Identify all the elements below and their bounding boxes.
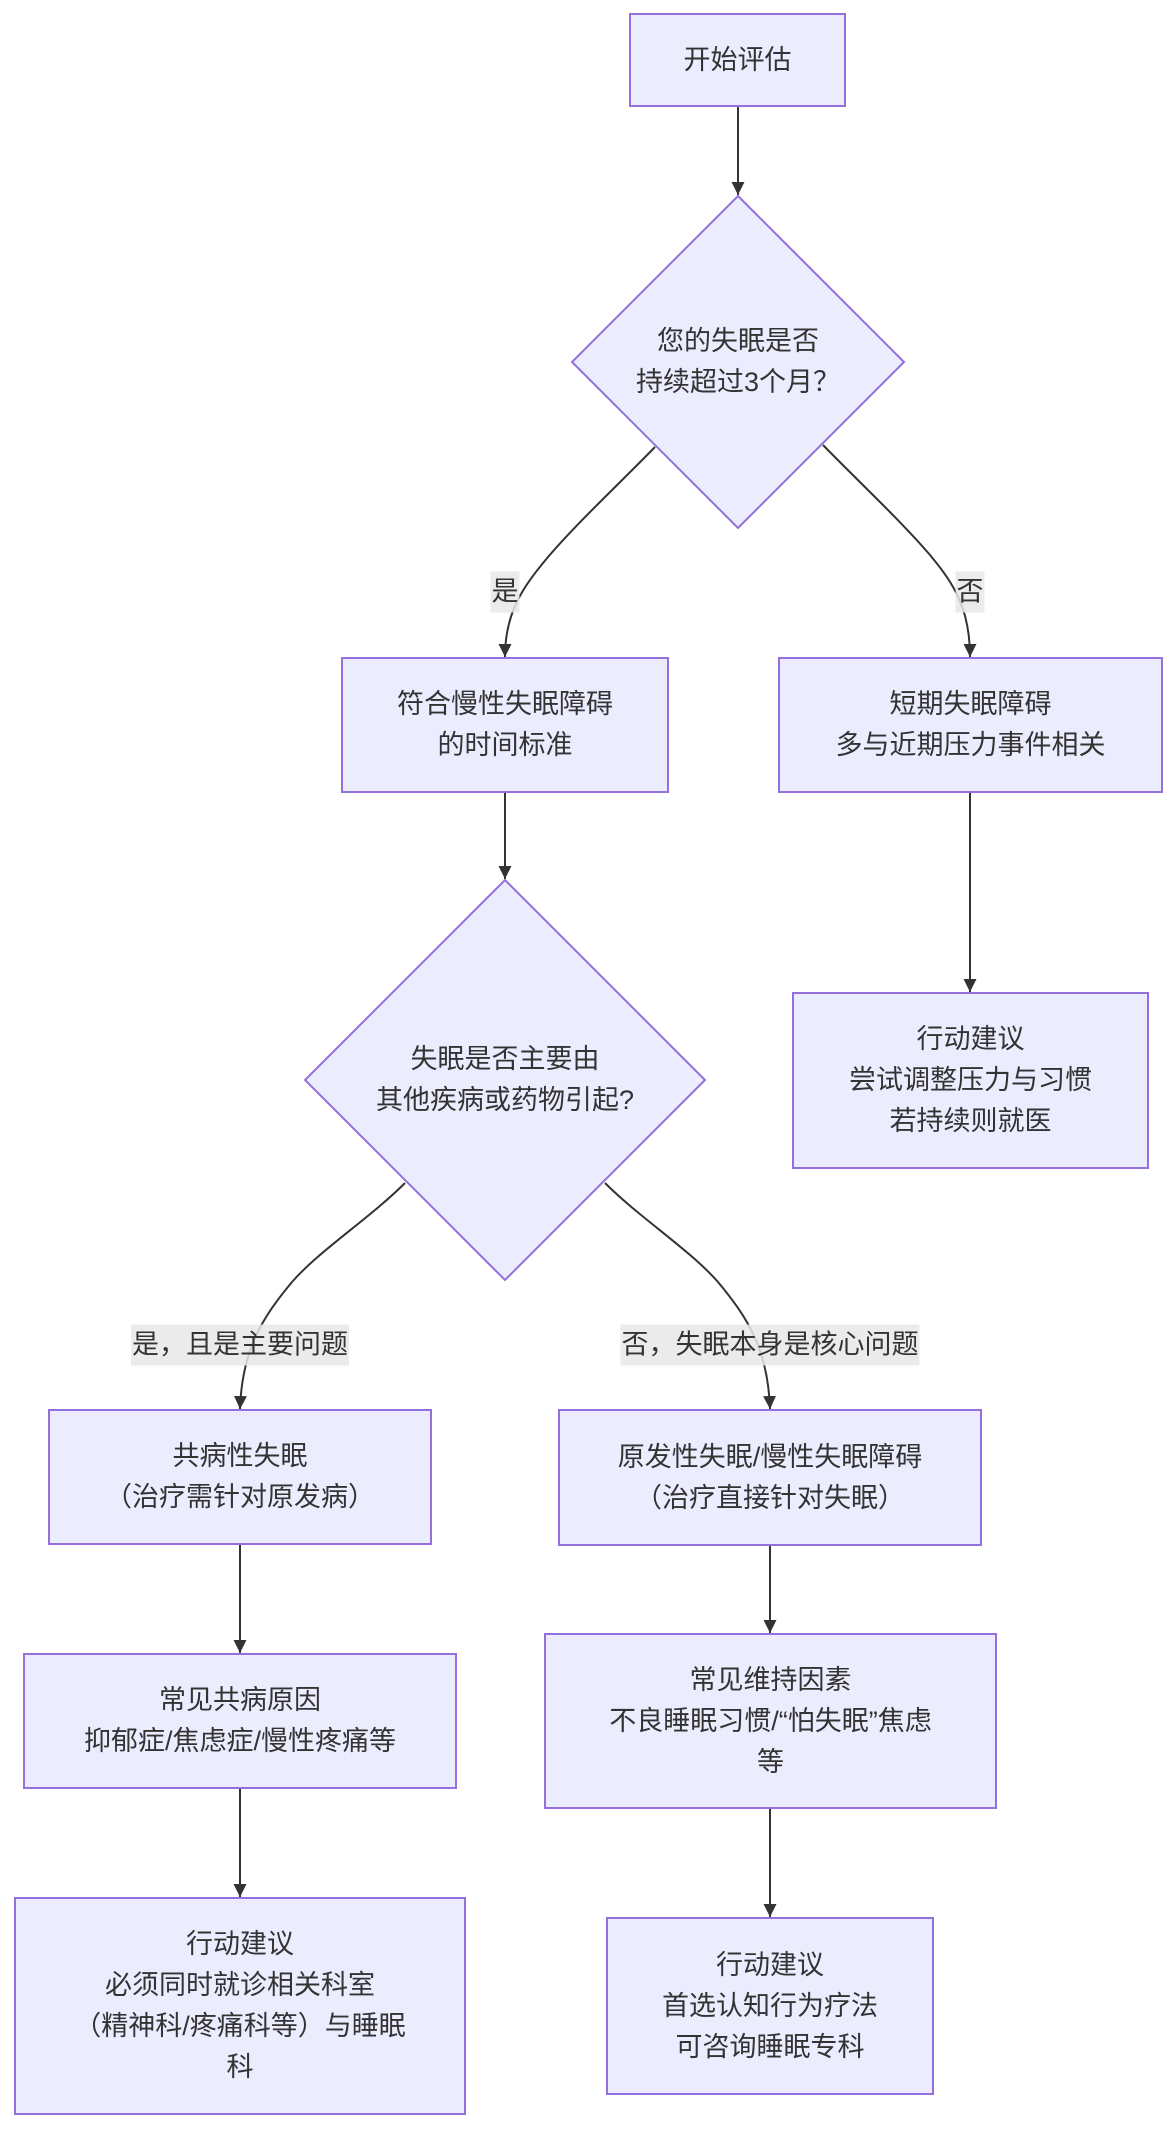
- node-comorbid-insomnia: 共病性失眠 （治疗需针对原发病）: [48, 1409, 432, 1545]
- node-comorbid-action: 行动建议 必须同时就诊相关科室 （精神科/疼痛科等）与睡眠 科: [14, 1897, 466, 2115]
- node-label-line: 不良睡眠习惯/“怕失眠”焦虑: [609, 1705, 932, 1736]
- node-label-line: 持续超过3个月？: [635, 367, 841, 397]
- decision-caused-by-other-illness: 失眠是否主要由 其他疾病或药物引起?: [303, 878, 707, 1282]
- node-label-line: 可咨询睡眠专科: [675, 2031, 865, 2062]
- node-chronic-criteria: 符合慢性失眠障碍 的时间标准: [341, 657, 669, 793]
- node-label: 常见维持因素 不良睡眠习惯/“怕失眠”焦虑 等: [609, 1660, 931, 1783]
- node-start-assessment: 开始评估: [629, 13, 846, 107]
- node-label: 原发性失眠/慢性失眠障碍 （治疗直接针对失眠）: [618, 1437, 923, 1519]
- node-primary-action: 行动建议 首选认知行为疗法 可咨询睡眠专科: [606, 1917, 934, 2095]
- node-label: 行动建议 尝试调整压力与习惯 若持续则就医: [849, 1019, 1092, 1142]
- node-label-line: 共病性失眠: [172, 1441, 308, 1471]
- node-short-term-insomnia: 短期失眠障碍 多与近期压力事件相关: [778, 657, 1163, 793]
- node-label-line: 其他疾病或药物引起?: [375, 1085, 635, 1115]
- node-label: 失眠是否主要由 其他疾病或药物引起?: [376, 1039, 634, 1121]
- node-primary-insomnia: 原发性失眠/慢性失眠障碍 （治疗直接针对失眠）: [558, 1409, 982, 1546]
- node-label-line: 抑郁症/焦虑症/慢性疼痛等: [83, 1726, 396, 1756]
- edge-label-yes-main-problem: 是，且是主要问题: [131, 1324, 349, 1366]
- node-label-line: 原发性失眠/慢性失眠障碍: [617, 1441, 923, 1472]
- node-label-line: 尝试调整压力与习惯: [849, 1065, 1092, 1095]
- node-label-line: （治疗需针对原发病）: [105, 1482, 375, 1512]
- node-label-line: 常见维持因素: [689, 1664, 852, 1695]
- node-label: 常见共病原因 抑郁症/焦虑症/慢性疼痛等: [84, 1680, 396, 1762]
- node-label-line: 科: [226, 2052, 254, 2082]
- edge-label-no-core-problem: 否，失眠本身是核心问题: [620, 1324, 920, 1366]
- node-label: 共病性失眠 （治疗需针对原发病）: [105, 1436, 375, 1518]
- diamond-shape: [303, 878, 707, 1282]
- node-label: 符合慢性失眠障碍 的时间标准: [397, 684, 613, 766]
- node-label-line: 若持续则就医: [889, 1106, 1052, 1136]
- node-label-line: 行动建议: [185, 1929, 294, 1959]
- node-label-line: 行动建议: [716, 1949, 824, 1980]
- node-label-line: 的时间标准: [437, 730, 573, 760]
- node-label-line: 必须同时就诊相关科室: [104, 1970, 375, 2000]
- node-label-line: 失眠是否主要由: [410, 1044, 600, 1074]
- node-label-line: 您的失眠是否: [657, 326, 819, 356]
- node-comorbid-causes: 常见共病原因 抑郁症/焦虑症/慢性疼痛等: [23, 1653, 457, 1789]
- node-label-line: 首选认知行为疗法: [662, 1990, 878, 2021]
- node-label: 您的失眠是否 持续超过3个月？: [636, 321, 840, 403]
- node-label-line: （治疗直接针对失眠）: [634, 1482, 905, 1513]
- node-label-line: 等: [756, 1746, 784, 1777]
- node-maintaining-factors: 常见维持因素 不良睡眠习惯/“怕失眠”焦虑 等: [544, 1633, 997, 1809]
- decision-duration-over-3-months: 您的失眠是否 持续超过3个月？: [570, 194, 906, 530]
- node-label: 行动建议 首选认知行为疗法 可咨询睡眠专科: [662, 1945, 878, 2068]
- edge-label-yes: 是: [490, 571, 520, 613]
- node-short-term-action: 行动建议 尝试调整压力与习惯 若持续则就医: [792, 992, 1149, 1169]
- node-label-line: 开始评估: [683, 44, 792, 75]
- edge-label-no: 否: [955, 571, 985, 613]
- node-label: 行动建议 必须同时就诊相关科室 （精神科/疼痛科等）与睡眠 科: [74, 1924, 406, 2088]
- diamond-shape: [570, 194, 906, 530]
- node-label: 短期失眠障碍 多与近期压力事件相关: [836, 684, 1106, 766]
- node-label-line: 符合慢性失眠障碍: [397, 689, 613, 719]
- node-label: 开始评估: [684, 40, 792, 81]
- node-label-line: 行动建议: [916, 1024, 1025, 1054]
- node-label-line: 多与近期压力事件相关: [835, 730, 1106, 760]
- node-label-line: 短期失眠障碍: [889, 689, 1052, 719]
- node-label-line: （精神科/疼痛科等）与睡眠: [74, 2011, 406, 2041]
- node-label-line: 常见共病原因: [158, 1685, 321, 1715]
